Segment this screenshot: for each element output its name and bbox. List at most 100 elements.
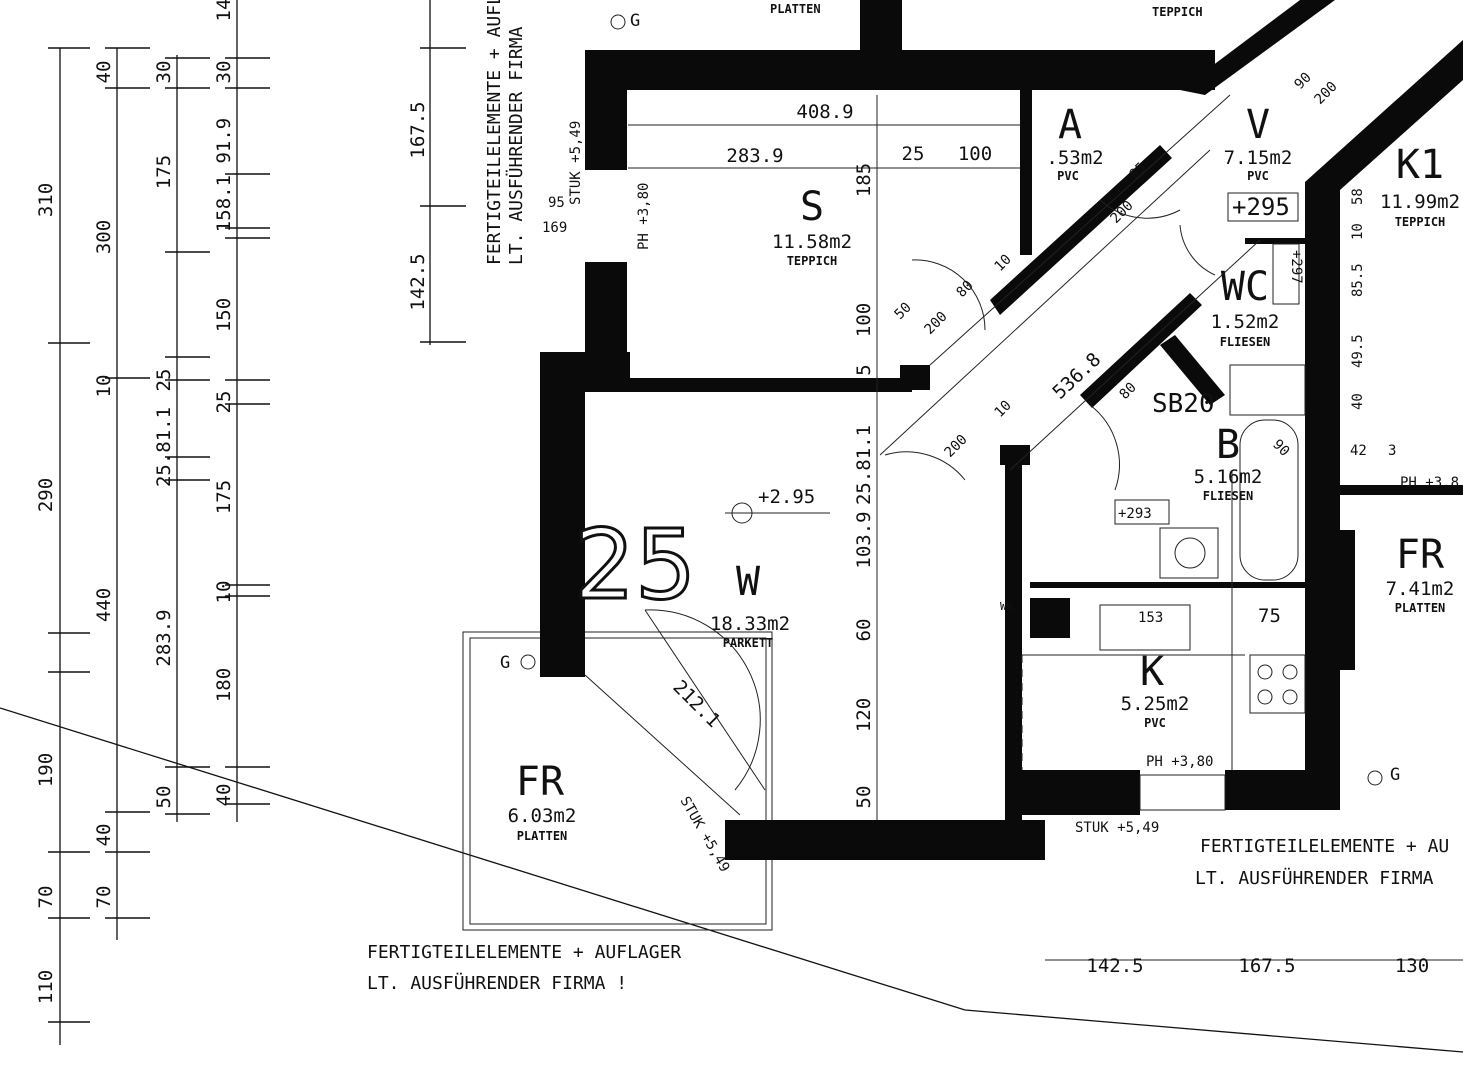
dim-door: 200 — [942, 432, 971, 461]
dim-inner: 50 — [853, 786, 875, 809]
room-floor: TEPPICH — [787, 254, 838, 268]
dim-col2-2: 10 — [93, 375, 115, 398]
ph-label: PH +3,80 — [636, 183, 652, 250]
room-area: 7.15m2 — [1224, 147, 1293, 169]
gas-marker-icon — [610, 14, 626, 30]
room-FR-right: FR 7.41m2 PLATTEN — [1386, 532, 1455, 615]
level-v: +295 — [1232, 193, 1290, 221]
unit-number: 25 — [574, 509, 696, 621]
dim-door: 50 — [892, 300, 915, 323]
dim-top: 25 — [902, 143, 925, 165]
note-line-1: FERTIGTEILELEMENTE + AUFLAGER — [367, 942, 681, 963]
dim-inner: 25.81.1 — [853, 425, 875, 505]
room-floor: PARKETT — [723, 636, 774, 650]
level-w: +2.95 — [758, 486, 815, 508]
dim-col4-0: 14 — [213, 0, 235, 21]
note-vertical-2: LT. AUSFÜHRENDER FIRMA — [505, 26, 527, 265]
room-id: A — [1058, 102, 1082, 148]
dim-col2-5: 70 — [93, 886, 115, 909]
room-area: 5.25m2 — [1121, 693, 1190, 715]
dim-bottom: 130 — [1395, 955, 1429, 977]
dim-k-75: 75 — [1258, 605, 1281, 627]
room-floor: FLIESEN — [1203, 489, 1254, 503]
top-floor-label-teppich: TEPPICH — [1152, 5, 1203, 19]
stuk-label: STUK +5,49 — [568, 121, 584, 205]
dim-door: 58 — [1350, 188, 1366, 205]
dim-door: 49.5 — [1350, 334, 1366, 368]
gas-marker-label: G — [630, 11, 640, 31]
room-floor: PLATTEN — [517, 829, 568, 843]
dim-k-153: 153 — [1138, 610, 1163, 626]
dim-bottom: 167.5 — [1238, 955, 1295, 977]
dim-col3-1: 175 — [153, 155, 175, 189]
property-line — [0, 707, 1463, 1053]
dim-top: 408.9 — [796, 101, 853, 123]
dim-door: 40 — [1350, 393, 1366, 410]
dim-door: 200 — [1312, 79, 1341, 108]
dim-col3-0: 30 — [153, 61, 175, 84]
dim-col2-1: 300 — [93, 220, 115, 254]
ph-label-right: PH +3,8 — [1400, 475, 1459, 491]
room-area: 11.99m2 — [1380, 191, 1460, 213]
dim-inner: 185 — [853, 163, 875, 197]
dim-169: 169 — [542, 220, 567, 236]
room-floor: PVC — [1144, 716, 1166, 730]
room-K1: K1 11.99m2 TEPPICH — [1380, 142, 1460, 229]
note-right-1: FERTIGTEILELEMENTE + AU — [1200, 836, 1449, 857]
dim-inner: 103.9 — [853, 511, 875, 568]
room-area: 5.16m2 — [1194, 466, 1263, 488]
dim-col4-7: 180 — [213, 668, 235, 702]
dim-col2-4: 40 — [93, 824, 115, 847]
dim-inner: 100 — [853, 303, 875, 337]
room-WC: WC 1.52m2 FLIESEN — [1211, 264, 1280, 349]
walls — [540, 0, 1463, 860]
dim-col4-8: 40 — [213, 784, 235, 807]
room-id: K1 — [1396, 142, 1444, 188]
dim-bottom: 142.5 — [1086, 955, 1143, 977]
dim-col2-0: 40 — [93, 61, 115, 84]
dim-95: 95 — [548, 195, 565, 211]
dim-door: 90 — [1269, 437, 1292, 460]
stuk-label-bottom: STUK +5,49 — [1075, 820, 1159, 836]
dim-door: 200 — [922, 309, 951, 338]
terrace-outline — [462, 631, 773, 931]
dim-door: 90 — [1292, 70, 1315, 93]
room-area: 1.52m2 — [1211, 311, 1280, 333]
room-floor: PVC — [1247, 169, 1269, 183]
note-vertical-1: FERTIGTEILELEMENTE + AUFLAGER — [484, 0, 505, 265]
room-S: S 11.58m2 TEPPICH — [772, 184, 852, 268]
room-floor: PLATTEN — [1395, 601, 1446, 615]
room-floor: FLIESEN — [1220, 335, 1271, 349]
note-right-2: LT. AUSFÜHRENDER FIRMA — [1195, 867, 1434, 889]
gas-marker-icon — [1367, 770, 1383, 786]
dim-door: 80 — [954, 278, 977, 301]
room-area: 6.03m2 — [508, 805, 577, 827]
room-area: 7.41m2 — [1386, 578, 1455, 600]
dim-top: 100 — [958, 143, 992, 165]
corridor-lines — [584, 94, 1463, 961]
dim-col4-1: 30 — [213, 61, 235, 84]
room-W: W 18.33m2 PARKETT — [710, 559, 790, 650]
dim-col4-6: 10 — [213, 581, 235, 604]
room-id: W — [736, 559, 761, 605]
dim-top: 283.9 — [726, 145, 783, 167]
wk-label: WK — [1000, 600, 1014, 613]
dim-door: 10 — [992, 252, 1015, 275]
room-V: V 7.15m2 PVC — [1224, 102, 1293, 183]
level-b: +293 — [1118, 506, 1152, 522]
room-id: FR — [1396, 532, 1445, 578]
gas-marker-icon — [520, 654, 536, 670]
room-K: K 5.25m2 PVC — [1121, 649, 1190, 730]
room-id: K — [1140, 649, 1164, 695]
room-area: .53m2 — [1046, 147, 1103, 169]
room-B: B 5.16m2 FLIESEN — [1194, 422, 1263, 503]
room-id: V — [1246, 102, 1270, 148]
dim-col1-4: 110 — [35, 970, 57, 1004]
dim-inner: 60 — [853, 619, 875, 642]
room-FR-terrace: FR 6.03m2 PLATTEN — [508, 759, 577, 843]
room-id: B — [1216, 422, 1240, 468]
room-area: 18.33m2 — [710, 613, 790, 635]
room-floor: TEPPICH — [1395, 215, 1446, 229]
room-area: 11.58m2 — [772, 231, 852, 253]
